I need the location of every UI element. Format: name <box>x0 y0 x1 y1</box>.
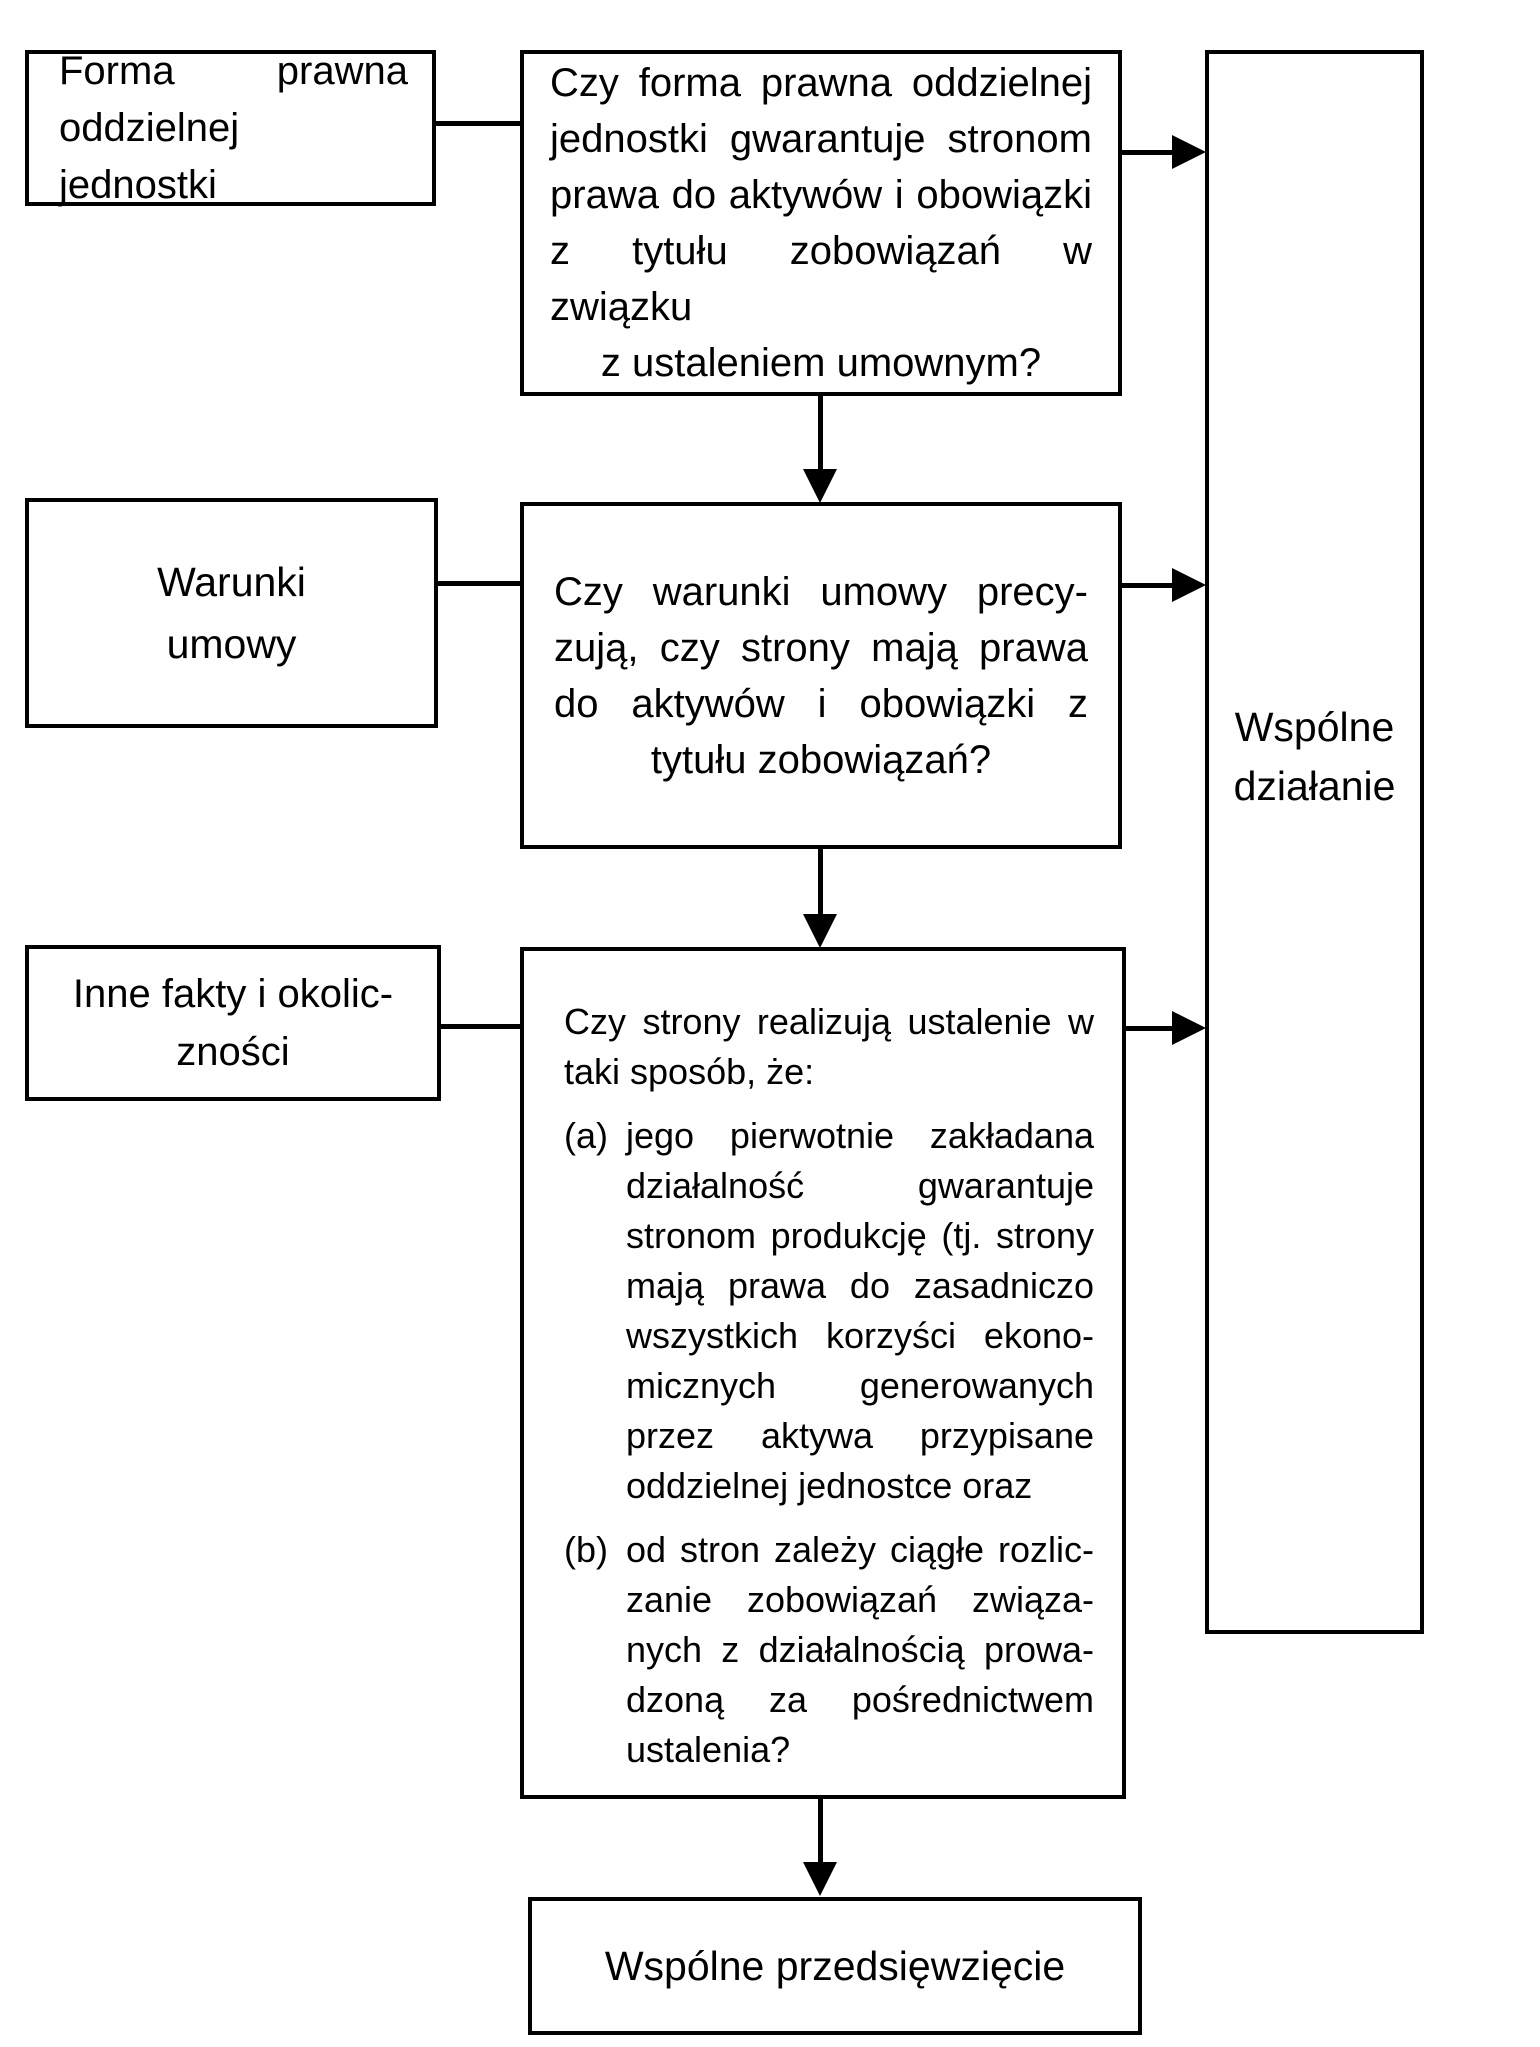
node-label-line: zności <box>176 1030 290 1074</box>
node-label-line: Inne fakty i okolic- <box>72 972 394 1016</box>
node-label-line: ustalenia? <box>626 1729 791 1770</box>
node-label-line: Czy warunki umowy precy- <box>554 569 1088 614</box>
node-question-forma-prawna: Czy forma prawna oddzielnej jednostki gw… <box>520 50 1122 396</box>
arrowhead-right-icon <box>1172 1011 1206 1045</box>
node-label-line: Czy strony realizują ustalenie w <box>564 1001 1094 1042</box>
list-item-marker: (a) <box>564 1115 608 1156</box>
list-item-b: (b) od stron zależy ciągłe rozlic- zanie… <box>564 1525 1094 1775</box>
node-label-line: Czy forma prawna oddzielnej <box>550 61 1092 105</box>
question-intro: Czy strony realizują ustalenie w taki sp… <box>564 997 1094 1097</box>
node-label-line: Wspólne przedsięwzięcie <box>604 1943 1066 1989</box>
node-label-line: umowy <box>166 621 297 667</box>
arrow-q1-to-q2 <box>818 395 823 471</box>
list-item-text: od stron zależy ciągłe rozlic- zanie zob… <box>626 1525 1094 1775</box>
node-label-line: taki sposób, że: <box>564 1051 815 1092</box>
node-label-line: mają prawa do zasadniczo <box>626 1265 1094 1306</box>
node-label-line: tytułu zobowiązań? <box>650 737 992 782</box>
node-wspolne-przedsiewziecie: Wspólne przedsięwzięcie <box>528 1897 1142 2035</box>
connector-forma-to-q1 <box>435 121 521 126</box>
node-label-line: dzoną za pośrednictwem <box>626 1679 1094 1720</box>
node-forma-prawna: Forma prawna oddzielnej jednostki <box>25 49 436 207</box>
node-label-line: Forma prawna <box>59 48 408 93</box>
arrow-q1-to-action <box>1121 150 1173 155</box>
arrowhead-down-icon <box>803 1862 837 1896</box>
node-label-line: wszystkich korzyści ekono- <box>626 1315 1094 1356</box>
node-label-line: nych z działalnością prowa- <box>626 1629 1094 1670</box>
arrow-q3-to-action <box>1125 1026 1173 1031</box>
arrowhead-down-icon <box>803 914 837 948</box>
arrowhead-right-icon <box>1172 568 1206 602</box>
node-label-line: Wspólne <box>1234 704 1395 750</box>
node-label-line: od stron zależy ciągłe rozlic- <box>626 1529 1094 1570</box>
node-label-line: z ustaleniem umownym? <box>600 341 1042 385</box>
list-item-marker: (b) <box>564 1529 608 1570</box>
node-label-line: działalność gwarantuje <box>626 1165 1094 1206</box>
node-question-warunki-umowy: Czy warunki umowy precy- zują, czy stron… <box>520 502 1122 849</box>
list-item-a: (a) jego pierwotnie zakładana działalnoś… <box>564 1111 1094 1511</box>
arrow-q2-to-action <box>1121 583 1173 588</box>
node-label-line: oddzielnej jednostce oraz <box>626 1465 1033 1506</box>
node-label-line: jego pierwotnie zakładana <box>626 1115 1094 1156</box>
node-label-line: prawa do aktywów i obowiązki <box>550 173 1092 217</box>
arrow-q3-to-venture <box>818 1798 823 1864</box>
node-label-line: oddzielnej jednostki <box>59 105 240 207</box>
node-label-line: do aktywów i obowiązki z <box>554 681 1088 726</box>
node-label-line: Warunki <box>157 559 306 605</box>
connector-warunki-to-q2 <box>437 581 521 586</box>
node-label-line: przez aktywa przypisane <box>626 1415 1094 1456</box>
node-inne-fakty: Inne fakty i okolic- zności <box>25 945 441 1101</box>
node-question-realizacja-ustalenia: Czy strony realizują ustalenie w taki sp… <box>520 947 1126 1799</box>
arrowhead-down-icon <box>803 469 837 503</box>
list-item-text: jego pierwotnie zakładana działalność gw… <box>626 1111 1094 1511</box>
node-wspolne-dzialanie: Wspólne działanie <box>1205 50 1424 1634</box>
node-label-line: działanie <box>1233 763 1396 809</box>
arrowhead-right-icon <box>1172 135 1206 169</box>
node-label-line: zują, czy strony mają prawa <box>554 625 1088 670</box>
node-label-line: jednostki gwarantuje stronom <box>550 117 1092 161</box>
arrow-q2-to-q3 <box>818 848 823 916</box>
node-label-line: stronom produkcję (tj. strony <box>626 1215 1094 1256</box>
node-label-line: micznych generowanych <box>626 1365 1094 1406</box>
connector-inne-to-q3 <box>440 1024 521 1029</box>
node-warunki-umowy: Warunki umowy <box>25 498 438 728</box>
node-label-line: z tytułu zobowiązań w związku <box>550 229 1092 329</box>
node-label-line: zanie zobowiązań związa- <box>626 1579 1094 1620</box>
